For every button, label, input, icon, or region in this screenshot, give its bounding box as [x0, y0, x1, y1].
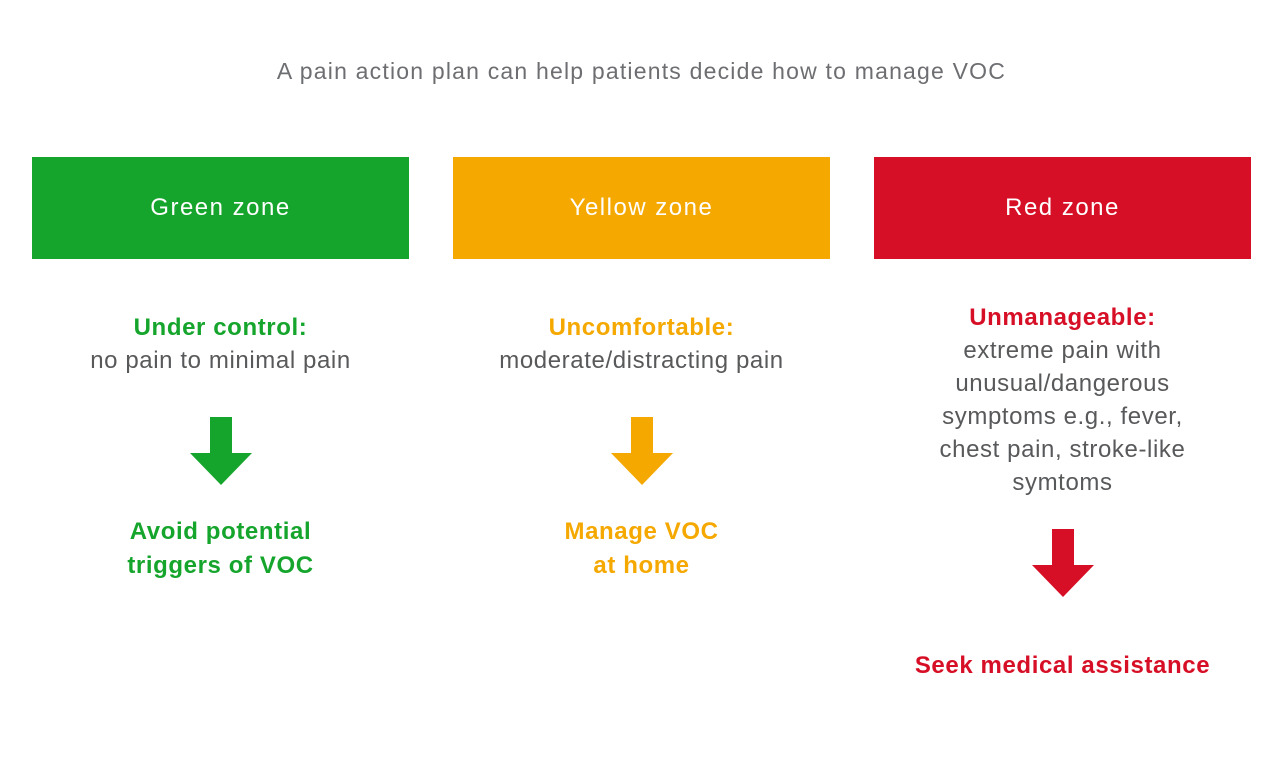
- yellow-zone-action-label: Manage VOC at home: [564, 518, 719, 579]
- red-zone-status-label: Unmanageable:: [969, 304, 1156, 331]
- green-zone-header: Green zone: [32, 157, 409, 259]
- red-zone-description: Unmanageable: extreme pain with unusual/…: [940, 301, 1186, 499]
- zone-column-yellow: Yellow zone Uncomfortable: moderate/dist…: [453, 157, 830, 683]
- zone-column-green: Green zone Under control: no pain to min…: [32, 157, 409, 683]
- yellow-zone-status-detail: moderate/distracting pain: [499, 347, 784, 374]
- down-arrow-icon: [1031, 529, 1094, 597]
- green-zone-action-label: Avoid potential triggers of VOC: [127, 518, 314, 579]
- green-zone-description: Under control: no pain to minimal pain: [90, 311, 351, 377]
- down-arrow-icon: [610, 417, 673, 485]
- down-arrow-icon: [189, 417, 252, 485]
- page-title: A pain action plan can help patients dec…: [276, 58, 1007, 84]
- green-zone-status-label: Under control:: [133, 314, 308, 341]
- yellow-zone-header: Yellow zone: [453, 157, 830, 259]
- red-zone-status-detail: extreme pain with unusual/dangerous symp…: [939, 337, 1186, 496]
- zones-row: Green zone Under control: no pain to min…: [0, 157, 1283, 683]
- red-zone-action-label: Seek medical assistance: [914, 652, 1211, 679]
- yellow-zone-description: Uncomfortable: moderate/distracting pain: [499, 311, 783, 377]
- green-zone-status-detail: no pain to minimal pain: [90, 347, 351, 374]
- zone-column-red: Red zone Unmanageable: extreme pain with…: [874, 157, 1251, 683]
- yellow-zone-status-label: Uncomfortable:: [548, 314, 735, 341]
- red-zone-header: Red zone: [874, 157, 1251, 259]
